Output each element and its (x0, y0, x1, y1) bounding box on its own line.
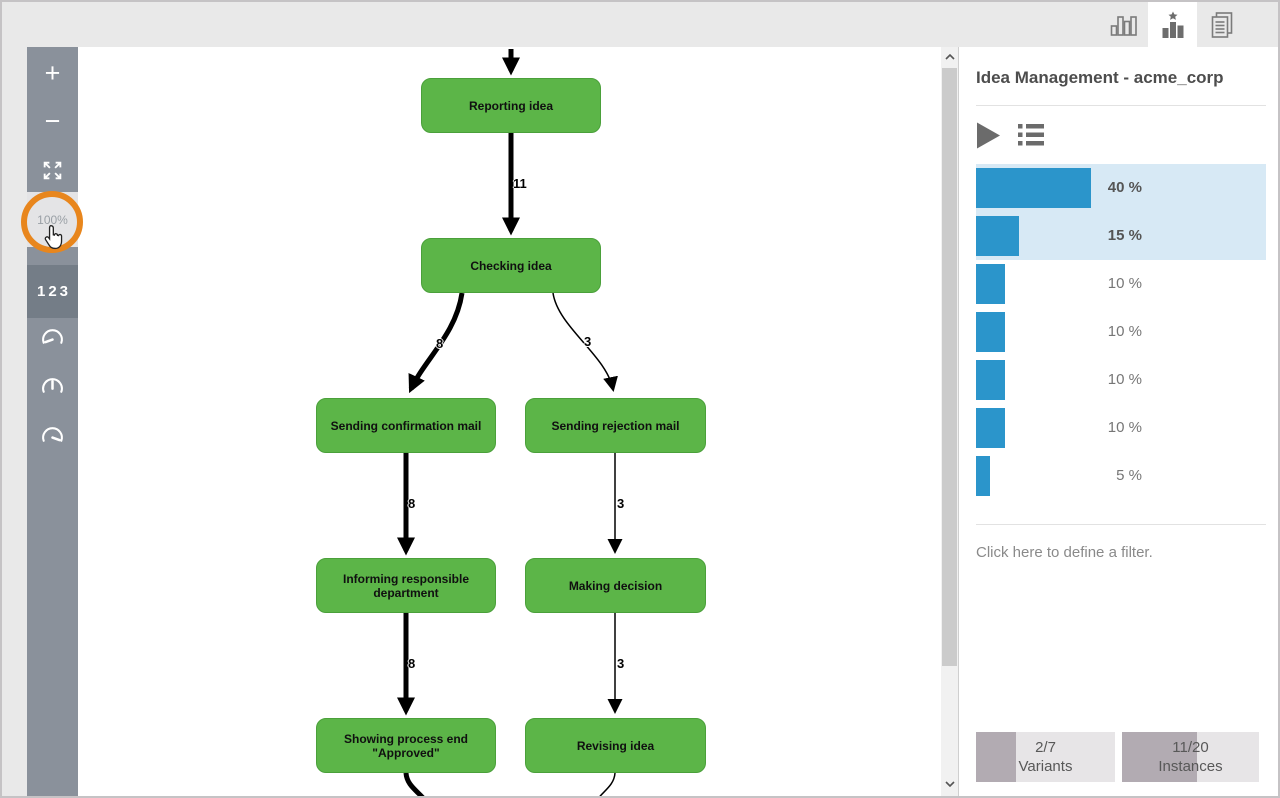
divider (976, 524, 1266, 525)
node-revising-idea[interactable]: Revising idea (525, 718, 706, 773)
speed-fast-button[interactable] (27, 411, 78, 459)
panel-title: Idea Management - acme_corp (976, 68, 1224, 87)
variant-percentage-label: 40 % (1107, 179, 1142, 196)
speed-medium-icon (42, 377, 63, 393)
variant-row[interactable]: 10 % (976, 308, 1266, 356)
instances-counter-button[interactable]: 11/20 Instances (1122, 732, 1259, 782)
variant-panel: Idea Management - acme_corp 40 % 15 % 10 %… (958, 47, 1278, 796)
left-gutter (2, 47, 27, 796)
variant-frequency-bar (976, 264, 1005, 304)
show-numbers-button[interactable]: 123 (27, 265, 78, 318)
speed-slow-button[interactable] (27, 313, 78, 361)
variant-row[interactable]: 10 % (976, 404, 1266, 452)
variants-star-chart-icon (1162, 11, 1183, 38)
node-making-decision[interactable]: Making decision (525, 558, 706, 613)
variant-row[interactable]: 10 % (976, 260, 1266, 308)
view-switcher (1099, 2, 1246, 47)
variant-frequency-bar (976, 456, 991, 496)
chevron-down-icon (944, 781, 955, 787)
variants-counter-fill (976, 732, 1016, 782)
variant-percentage-label: 10 % (1107, 371, 1142, 388)
variant-row[interactable]: 40 % (976, 164, 1266, 212)
edge-count-label: 3 (584, 334, 592, 349)
instances-count: 11/20 (1172, 739, 1209, 756)
edge-count-label: 8 (408, 496, 416, 511)
chart-columns-icon (1110, 15, 1137, 36)
scrollbar-thumb[interactable] (942, 68, 957, 666)
canvas-toolbar: + − 100% 123 (27, 47, 78, 796)
fit-to-screen-button[interactable] (27, 146, 78, 194)
zoom-100-button[interactable]: 100% (27, 192, 78, 247)
node-sending-rejection-mail[interactable]: Sending rejection mail (525, 398, 706, 453)
variant-frequency-bar (976, 312, 1005, 352)
speed-medium-button[interactable] (27, 362, 78, 410)
tab-document-view[interactable] (1197, 2, 1246, 47)
variant-percentage-label: 10 % (1107, 323, 1142, 340)
variant-frequency-bar (976, 216, 1020, 256)
instances-counter-fill (1122, 732, 1198, 782)
variant-list: 40 % 15 % 10 % 10 % 10 % 10 % 5 % (976, 164, 1266, 500)
variant-frequency-bar (976, 168, 1091, 208)
variant-row[interactable]: 15 % (976, 212, 1266, 260)
zoom-in-button[interactable]: + (44, 57, 61, 88)
speed-fast-icon (42, 426, 63, 442)
zoom-out-button[interactable]: − (44, 105, 61, 136)
chevron-up-icon (944, 54, 955, 60)
panel-footer: 2/7 Variants 11/20 Instances (976, 732, 1259, 782)
variants-count: 2/7 (1035, 739, 1056, 756)
documents-icon (1211, 11, 1232, 38)
variant-percentage-label: 5 % (1116, 467, 1142, 484)
process-edges (397, 49, 623, 796)
variant-percentage-label: 15 % (1107, 227, 1142, 244)
scroll-up-button[interactable] (941, 47, 958, 67)
variant-frequency-bar (976, 408, 1005, 448)
edge-count-label: 3 (617, 496, 625, 511)
node-showing-process-end-approved[interactable]: Showing process end "Approved" (316, 718, 496, 773)
edge-count-label: 11 (513, 176, 527, 191)
divider (976, 105, 1266, 106)
instances-label: Instances (1158, 758, 1223, 775)
scroll-down-button[interactable] (941, 774, 958, 794)
variant-row[interactable]: 10 % (976, 356, 1266, 404)
top-bar (2, 2, 1278, 47)
variants-label: Variants (1018, 758, 1073, 775)
variant-list-button[interactable] (1018, 122, 1044, 148)
play-animation-button[interactable] (976, 122, 1001, 149)
variant-row[interactable]: 5 % (976, 452, 1266, 500)
variant-percentage-label: 10 % (1107, 275, 1142, 292)
tab-variant-explorer[interactable] (1148, 2, 1197, 47)
variant-list-icon (1018, 124, 1044, 146)
variant-percentage-label: 10 % (1107, 419, 1142, 436)
variants-counter-button[interactable]: 2/7 Variants (976, 732, 1115, 782)
tab-chart-view[interactable] (1099, 2, 1148, 47)
node-reporting-idea[interactable]: Reporting idea (421, 78, 601, 133)
edge-count-label: 8 (436, 336, 444, 351)
play-icon (977, 122, 1000, 148)
process-canvas: Reporting idea Checking idea Sending con… (78, 47, 941, 796)
fit-to-screen-icon (43, 161, 62, 179)
node-informing-responsible-department[interactable]: Informing responsible department (316, 558, 496, 613)
edge-count-label: 8 (408, 656, 416, 671)
variant-frequency-bar (976, 360, 1005, 400)
node-sending-confirmation-mail[interactable]: Sending confirmation mail (316, 398, 496, 453)
node-checking-idea[interactable]: Checking idea (421, 238, 601, 293)
define-filter-link[interactable]: Click here to define a filter. (976, 544, 1153, 561)
variant-panel-toolbar (976, 121, 1266, 149)
canvas-vertical-scrollbar (941, 47, 958, 796)
speed-slow-icon (42, 328, 63, 344)
edge-count-label: 3 (617, 656, 625, 671)
